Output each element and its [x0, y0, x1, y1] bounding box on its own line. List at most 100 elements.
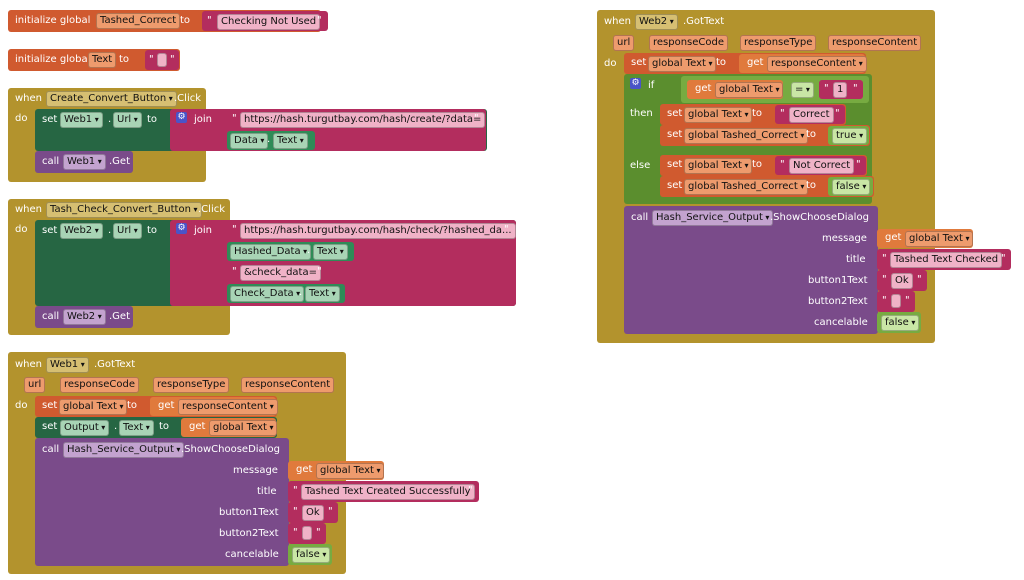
component-dropdown[interactable]: Create_Convert_Button — [46, 91, 177, 107]
component-dropdown[interactable]: Data — [230, 133, 269, 149]
param-url[interactable]: url — [613, 35, 635, 51]
gear-icon[interactable]: ⚙ — [630, 78, 641, 89]
check-param-string[interactable]: " &check_data= " — [227, 263, 327, 282]
component-dropdown[interactable]: Hashed_Data — [230, 244, 312, 260]
set-global-text-notcorrect-block[interactable]: set global Text to " Not Correct " — [660, 155, 867, 176]
property-dropdown[interactable]: Text — [313, 244, 348, 260]
param-response-type[interactable]: responseType — [153, 377, 230, 393]
param-response-content[interactable]: responseContent — [828, 35, 922, 51]
gear-icon[interactable]: ⚙ — [176, 223, 187, 234]
property-dropdown[interactable]: Url — [113, 223, 142, 239]
one-string-block[interactable]: " 1 " — [819, 80, 863, 99]
component-dropdown[interactable]: Output — [60, 420, 110, 436]
variable-dropdown[interactable]: global Text — [316, 463, 385, 479]
set-output-text-block[interactable]: set Output . Text to get global Text — [35, 417, 278, 438]
set-global-text-correct-block[interactable]: set global Text to " Correct " — [660, 104, 846, 125]
component-dropdown[interactable]: Web2 — [63, 309, 106, 325]
boolean-dropdown[interactable]: true — [832, 128, 868, 144]
button1-string-block[interactable]: " Ok " — [877, 270, 927, 291]
boolean-dropdown[interactable]: false — [292, 547, 331, 563]
set-global-text-block[interactable]: set global Text to get responseContent — [35, 396, 278, 417]
button2-string-block[interactable]: " " — [288, 523, 326, 544]
param-response-content[interactable]: responseContent — [241, 377, 335, 393]
variable-dropdown[interactable]: responseContent — [178, 399, 278, 415]
variable-dropdown[interactable]: global Tashed_Correct — [684, 179, 809, 195]
get-response-content[interactable]: get responseContent — [150, 397, 278, 416]
show-choose-dialog-block[interactable]: call Hash_Service_Output .ShowChooseDial… — [35, 438, 289, 566]
not-correct-string-block[interactable]: " Not Correct " — [775, 156, 866, 175]
false-logic-block[interactable]: false — [288, 544, 332, 565]
boolean-dropdown[interactable]: false — [881, 315, 920, 331]
call-web2-get-block[interactable]: call Web2 .Get — [35, 306, 133, 328]
boolean-dropdown[interactable]: false — [832, 179, 871, 195]
param-response-code[interactable]: responseCode — [649, 35, 729, 51]
component-dropdown[interactable]: Hash_Service_Output — [652, 210, 774, 226]
component-dropdown[interactable]: Web2 — [60, 223, 103, 239]
string-value[interactable]: Ok — [302, 505, 324, 521]
operator-dropdown[interactable]: = — [791, 82, 814, 98]
string-value[interactable]: Checking Not Used — [217, 14, 321, 30]
component-dropdown[interactable]: Web2 — [635, 14, 678, 30]
set-global-text-block[interactable]: set global Text to get responseContent — [624, 53, 867, 74]
button1-string-block[interactable]: " Ok " — [288, 502, 338, 523]
component-dropdown[interactable]: Web1 — [60, 112, 103, 128]
param-url[interactable]: url — [24, 377, 46, 393]
variable-dropdown[interactable]: global Tashed_Correct — [684, 128, 809, 144]
variable-dropdown[interactable]: responseContent — [767, 56, 867, 72]
data-text-getter[interactable]: Data . Text — [227, 131, 315, 150]
variable-dropdown[interactable]: global Text — [59, 399, 128, 415]
gear-icon[interactable]: ⚙ — [176, 112, 187, 123]
string-value[interactable]: 1 — [833, 82, 848, 98]
string-value[interactable] — [302, 526, 312, 540]
string-value[interactable]: Not Correct — [789, 158, 855, 174]
url-string-block[interactable]: " https://hash.turgutbay.com/hash/create… — [227, 110, 486, 129]
correct-string-block[interactable]: " Correct " — [775, 105, 845, 124]
global-name-field[interactable]: Text — [88, 52, 117, 68]
init-global-text-block[interactable]: initialize global Text to " " — [8, 49, 180, 71]
string-value[interactable]: Correct — [789, 107, 834, 123]
component-dropdown[interactable]: Check_Data — [230, 286, 305, 302]
title-string-block[interactable]: " Tashed Text Checked " — [877, 249, 1011, 270]
join-block[interactable]: ⚙ join " https://hash.turgutbay.com/hash… — [170, 220, 516, 306]
init-global-tashed-block[interactable]: initialize global Tashed_Correct to " Ch… — [8, 10, 328, 32]
property-dropdown[interactable]: Text — [273, 133, 308, 149]
false-logic-block[interactable]: false — [828, 177, 873, 196]
get-global-text[interactable]: get global Text — [288, 461, 385, 480]
title-string-block[interactable]: " Tashed Text Created Successfully " — [288, 481, 479, 502]
string-value[interactable] — [891, 294, 901, 308]
set-tashed-false-block[interactable]: set global Tashed_Correct to false — [660, 176, 874, 197]
variable-dropdown[interactable]: global Text — [715, 82, 784, 98]
get-global-text[interactable]: get global Text — [877, 229, 974, 248]
component-dropdown[interactable]: Web1 — [46, 357, 89, 373]
url-string-value[interactable]: https://hash.turgutbay.com/hash/create/?… — [240, 112, 486, 128]
property-dropdown[interactable]: Text — [119, 420, 154, 436]
string-value[interactable] — [157, 53, 167, 67]
join-block[interactable]: ⚙ join " https://hash.turgutbay.com/hash… — [170, 109, 486, 151]
variable-dropdown[interactable]: global Text — [905, 231, 974, 247]
property-dropdown[interactable]: Text — [305, 286, 340, 302]
url-string-value[interactable]: https://hash.turgutbay.com/hash/check/?h… — [240, 223, 516, 239]
component-dropdown[interactable]: Web1 — [63, 154, 106, 170]
show-choose-dialog-block[interactable]: call Hash_Service_Output .ShowChooseDial… — [624, 206, 878, 334]
string-value[interactable]: &check_data= — [240, 265, 321, 281]
get-response-content[interactable]: get responseContent — [739, 54, 867, 73]
set-tashed-true-block[interactable]: set global Tashed_Correct to true — [660, 125, 870, 146]
text-string-block[interactable]: " " — [145, 50, 179, 70]
compare-block[interactable]: get global Text = " 1 " — [681, 76, 869, 103]
false-logic-block[interactable]: false — [877, 312, 921, 333]
variable-dropdown[interactable]: global Text — [648, 56, 717, 72]
param-response-type[interactable]: responseType — [740, 35, 817, 51]
check-data-getter[interactable]: Check_Data . Text — [227, 284, 345, 303]
param-response-code[interactable]: responseCode — [60, 377, 140, 393]
global-name-field[interactable]: Tashed_Correct — [96, 13, 181, 29]
string-value[interactable]: Tashed Text Checked — [890, 252, 1003, 268]
get-global-text[interactable]: get global Text — [687, 80, 784, 99]
call-web1-get-block[interactable]: call Web1 .Get — [35, 151, 133, 173]
variable-dropdown[interactable]: global Text — [684, 158, 753, 174]
string-value[interactable]: Tashed Text Created Successfully — [301, 484, 475, 500]
hashed-data-getter[interactable]: Hashed_Data . Text — [227, 242, 354, 261]
variable-dropdown[interactable]: global Text — [684, 107, 753, 123]
property-dropdown[interactable]: Url — [113, 112, 142, 128]
url-string-block[interactable]: " https://hash.turgutbay.com/hash/check/… — [227, 221, 516, 240]
component-dropdown[interactable]: Tash_Check_Convert_Button — [46, 202, 202, 218]
